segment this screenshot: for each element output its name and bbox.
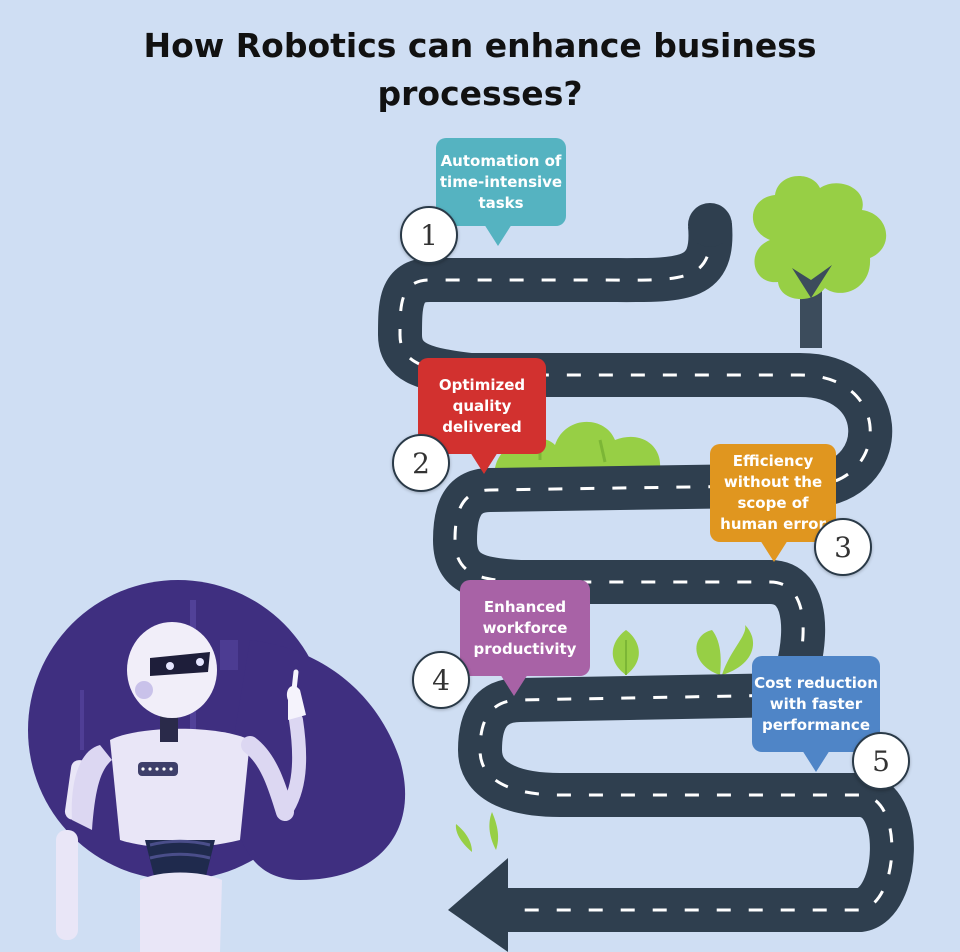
step-2-number-badge: 2 <box>392 434 450 492</box>
step-2-line-1: Optimized <box>438 375 526 394</box>
step-2-line-3: delivered <box>442 417 522 436</box>
step-1-line-1: Automation of <box>440 151 562 170</box>
grass-icon <box>455 812 499 852</box>
step-1-line-2: time-intensive <box>439 172 563 191</box>
step-5-callout: Cost reduction with faster performance <box>752 656 880 772</box>
step-4-line-1: Enhanced <box>483 597 567 616</box>
step-5-line-2: with faster <box>769 694 863 713</box>
tree-icon <box>752 175 887 348</box>
step-3-line-3: scope of <box>737 494 809 512</box>
plant-icon <box>612 625 754 675</box>
title-line-2: processes? <box>377 74 583 113</box>
page-title: How Robotics can enhance business proces… <box>0 22 960 118</box>
step-2-callout: Optimized quality delivered <box>418 358 546 474</box>
step-4-number-badge: 4 <box>412 651 470 709</box>
step-4-line-3: productivity <box>473 639 577 658</box>
step-1-number-badge: 1 <box>400 206 458 264</box>
step-3-line-4: human error <box>720 515 826 533</box>
step-3-line-1: Efficiency <box>732 452 814 470</box>
step-3-callout: Efficiency without the scope of human er… <box>710 444 836 562</box>
step-5-line-3: performance <box>761 715 871 734</box>
step-4-line-2: workforce <box>482 618 568 637</box>
step-1-callout: Automation of time-intensive tasks <box>436 138 566 246</box>
road-end-arrow-icon <box>448 858 508 952</box>
step-1-line-3: tasks <box>478 193 524 212</box>
step-5-number-badge: 5 <box>852 732 910 790</box>
robot-illustration <box>56 622 307 952</box>
step-3-number-badge: 3 <box>814 518 872 576</box>
step-5-line-1: Cost reduction <box>754 673 878 692</box>
step-3-line-2: without the <box>723 473 823 491</box>
road <box>378 203 914 952</box>
title-line-1: How Robotics can enhance business <box>143 26 817 65</box>
step-2-line-2: quality <box>452 396 512 415</box>
step-4-callout: Enhanced workforce productivity <box>460 580 590 696</box>
bush-icon <box>495 421 661 468</box>
